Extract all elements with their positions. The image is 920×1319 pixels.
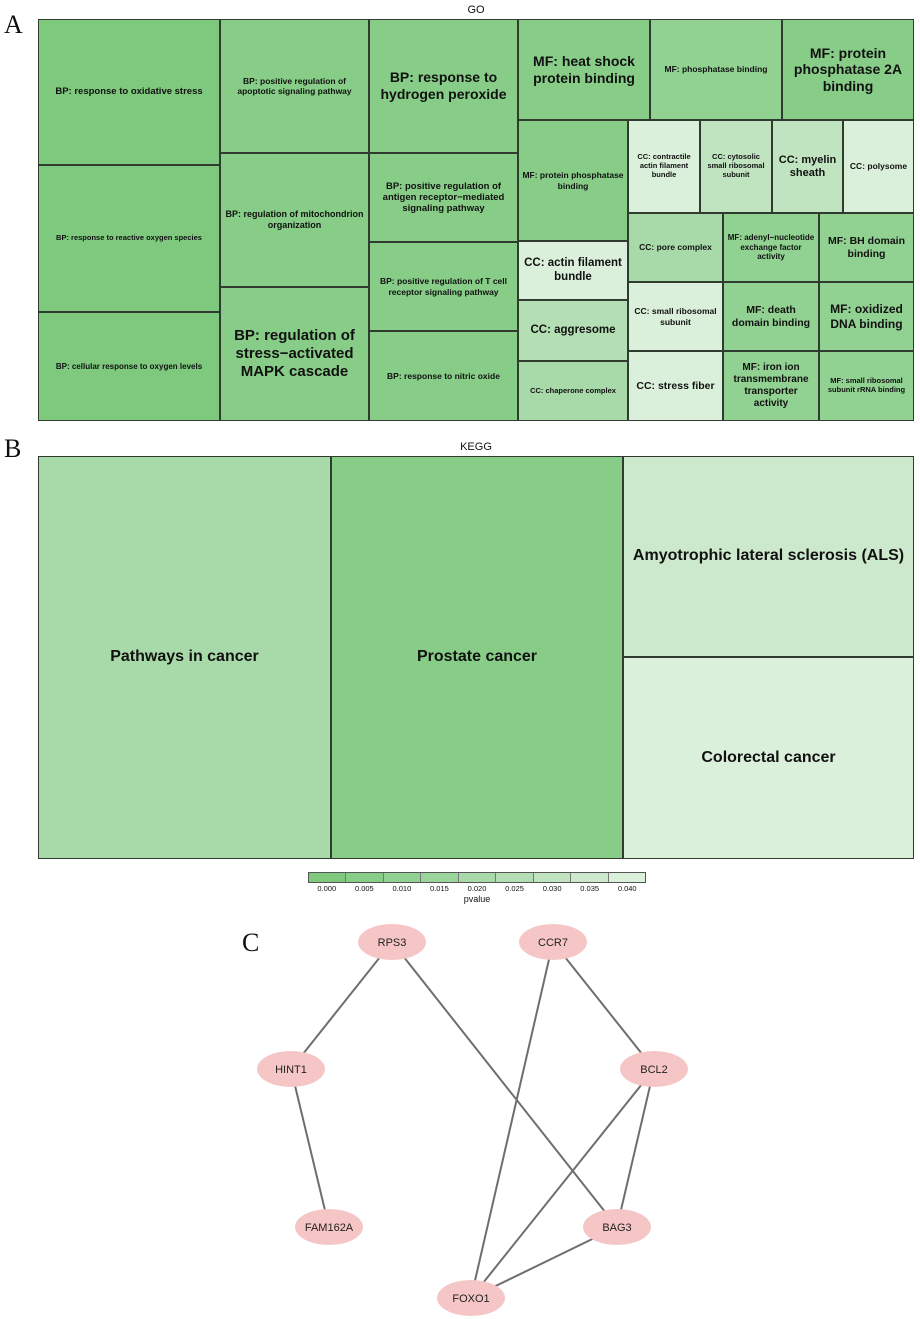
panel-letter-c: C xyxy=(242,928,260,957)
go-term-cell: MF: BH domain binding xyxy=(819,213,914,282)
legend-swatch xyxy=(608,873,645,882)
network-edge xyxy=(290,941,393,1070)
network-edge xyxy=(391,941,618,1228)
go-term-cell: CC: contractile actin filament bundle xyxy=(628,120,700,213)
go-term-cell: CC: actin filament bundle xyxy=(518,241,628,300)
legend-tick-label: 0.025 xyxy=(505,884,524,893)
legend-swatch xyxy=(309,873,347,882)
network-edge xyxy=(552,941,655,1070)
go-term-cell: MF: small ribosomal subunit rRNA binding xyxy=(819,351,914,421)
go-term-cell: CC: stress fiber xyxy=(628,351,723,421)
network-edge xyxy=(470,1068,655,1299)
legend-ticks: 0.000 0.005 0.010 0.015 0.020 0.025 0.030 0.035… xyxy=(308,883,646,894)
node-label: FOXO1 xyxy=(452,1293,489,1305)
legend-tick-label: 0.010 xyxy=(392,884,412,893)
kegg-pathway-cell: Prostate cancer xyxy=(331,456,623,859)
node-label: FAM162A xyxy=(305,1222,354,1234)
legend-tick-label: 0.020 xyxy=(467,884,487,893)
go-treemap-title: GO xyxy=(467,4,485,16)
network-node: BAG3 xyxy=(583,1209,651,1245)
legend-tick-label: 0.000 xyxy=(317,884,337,893)
go-term-cell: MF: phosphatase binding xyxy=(650,19,782,120)
kegg-pathway-cell: Colorectal cancer xyxy=(623,657,914,859)
network-node: FOXO1 xyxy=(437,1280,505,1316)
legend-color-bar xyxy=(308,872,646,883)
go-term-cell: BP: positive regulation of apoptotic sig… xyxy=(220,19,369,153)
node-ellipse xyxy=(519,924,587,960)
network-edge xyxy=(616,1068,655,1228)
go-term-cell: MF: adenyl−nucleotide exchange factor ac… xyxy=(723,213,819,282)
go-term-cell: MF: protein phosphatase 2A binding xyxy=(782,19,914,120)
go-term-cell: BP: response to nitric oxide xyxy=(369,331,518,421)
network-node: FAM162A xyxy=(295,1209,363,1245)
node-label: HINT1 xyxy=(275,1064,307,1076)
node-label: CCR7 xyxy=(538,937,568,949)
go-term-cell: MF: oxidized DNA binding xyxy=(819,282,914,351)
legend-tick-label: 0.035 xyxy=(580,884,600,893)
pvalue-legend: 0.000 0.005 0.010 0.015 0.020 0.025 0.030 0.035… xyxy=(308,872,646,904)
go-term-cell: CC: pore complex xyxy=(628,213,723,282)
network-node: CCR7 xyxy=(519,924,587,960)
go-term-cell: MF: death domain binding xyxy=(723,282,819,351)
legend-swatch xyxy=(571,873,609,882)
legend-swatch xyxy=(533,873,572,882)
node-ellipse xyxy=(620,1051,688,1087)
legend-swatch xyxy=(496,873,534,882)
go-term-cell: BP: response to oxidative stress xyxy=(38,19,220,165)
legend-tick-label: 0.030 xyxy=(542,884,562,893)
legend-swatch xyxy=(458,873,497,882)
network-edge xyxy=(290,1068,330,1228)
network-edge xyxy=(470,941,554,1299)
network-node: HINT1 xyxy=(257,1051,325,1087)
node-ellipse xyxy=(583,1209,651,1245)
go-term-cell: BP: positive regulation of T cell recept… xyxy=(369,242,518,331)
go-term-cell: CC: cytosolic small ribosomal subunit xyxy=(700,120,772,213)
go-term-cell: MF: protein phosphatase binding xyxy=(518,120,628,241)
go-term-cell: CC: small ribosomal subunit xyxy=(628,282,723,351)
kegg-pathway-cell: Amyotrophic lateral sclerosis (ALS) xyxy=(623,456,914,657)
network-node: RPS3 xyxy=(358,924,426,960)
legend-tick-label: 0.015 xyxy=(430,884,449,893)
go-term-cell: CC: myelin sheath xyxy=(772,120,843,213)
go-term-cell: BP: regulation of mitochondrion organiza… xyxy=(220,153,369,287)
panel-letter-a: A xyxy=(4,10,23,39)
node-label: BAG3 xyxy=(602,1222,631,1234)
node-ellipse xyxy=(295,1209,363,1245)
node-label: RPS3 xyxy=(378,937,407,949)
legend-tick-label: 0.005 xyxy=(354,884,374,893)
network-node: BCL2 xyxy=(620,1051,688,1087)
legend-swatch xyxy=(421,873,459,882)
legend-title: pvalue xyxy=(463,894,491,904)
go-term-cell: BP: cellular response to oxygen levels xyxy=(38,312,220,421)
legend-swatch xyxy=(346,873,384,882)
go-term-cell: MF: heat shock protein binding xyxy=(518,19,650,120)
go-term-cell: BP: response to hydrogen peroxide xyxy=(369,19,518,153)
go-term-cell: CC: polysome xyxy=(843,120,914,213)
go-term-cell: CC: chaperone complex xyxy=(518,361,628,421)
node-ellipse xyxy=(437,1280,505,1316)
go-term-cell: BP: regulation of stress−activated MAPK … xyxy=(220,287,369,421)
panel-letter-b: B xyxy=(4,434,22,463)
go-term-cell: BP: positive regulation of antigen recep… xyxy=(369,153,518,242)
node-label: BCL2 xyxy=(640,1064,668,1076)
legend-tick-label: 0.040 xyxy=(617,884,637,893)
node-ellipse xyxy=(358,924,426,960)
kegg-treemap-title: KEGG xyxy=(460,441,492,453)
go-term-cell: CC: aggresome xyxy=(518,300,628,361)
go-term-cell: MF: iron ion transmembrane transporter a… xyxy=(723,351,819,421)
node-ellipse xyxy=(257,1051,325,1087)
legend-swatch xyxy=(383,873,422,882)
go-term-cell: BP: response to reactive oxygen species xyxy=(38,165,220,312)
kegg-pathway-cell: Pathways in cancer xyxy=(38,456,331,859)
